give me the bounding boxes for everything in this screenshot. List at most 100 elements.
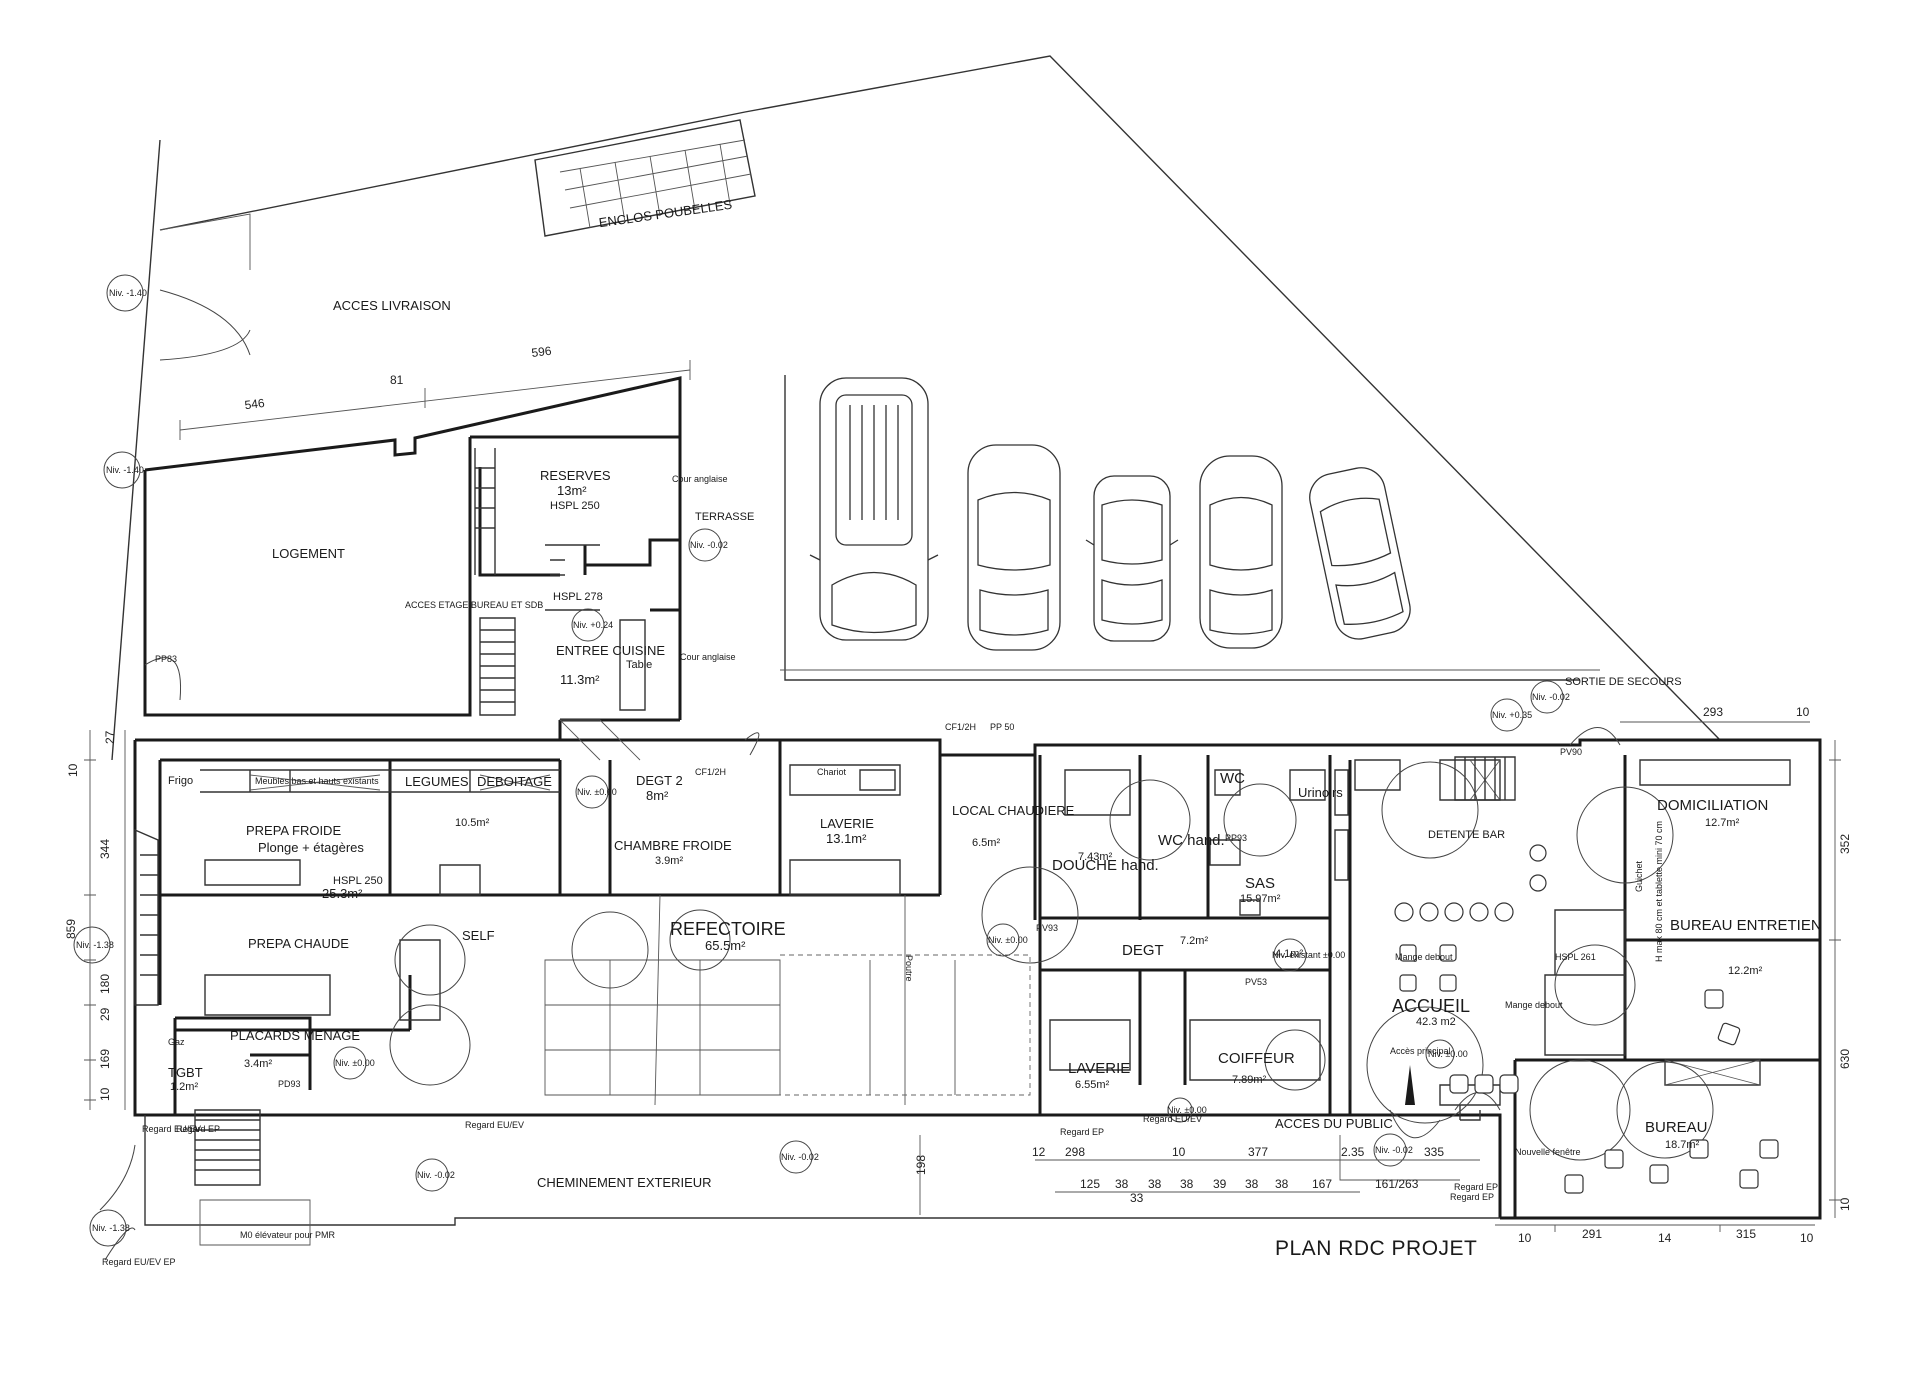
dim-b-10: 10 — [1518, 1231, 1532, 1245]
svg-text:Niv. -1.38: Niv. -1.38 — [76, 940, 114, 950]
door-pd93: PD93 — [278, 1079, 301, 1089]
hspl261-label: HSPL 261 — [1555, 952, 1596, 962]
level-markers: Niv. -1.40 Niv. -1.40 Niv. -0.02 Niv. +0… — [73, 274, 1570, 1247]
room-laverie2: LAVERIE — [1068, 1060, 1130, 1077]
car-3 — [1085, 475, 1179, 642]
poutre-label: Poutre — [904, 955, 914, 982]
guichet-note: H max 80 cm et tablette mini 70 cm — [1654, 821, 1664, 962]
room-legumes-area: 10.5m² — [455, 817, 490, 829]
furniture — [1394, 844, 1779, 1194]
parked-cars — [809, 377, 1411, 651]
site-outline — [111, 55, 1721, 761]
room-entree-area: 11.3m² — [560, 672, 600, 687]
labels: ENCLOS POUBELLES ACCES LIVRAISON TERRASS… — [168, 197, 1822, 1240]
svg-text:Niv. -0.02: Niv. -0.02 — [1375, 1145, 1413, 1155]
dim-bot-167: 167 — [1312, 1177, 1332, 1191]
room-local-chaudiere: LOCAL CHAUDIERE — [952, 803, 1075, 818]
svg-text:Niv. ±0.00: Niv. ±0.00 — [577, 787, 617, 797]
room-logement: LOGEMENT — [272, 546, 345, 561]
svg-text:Niv. -1.40: Niv. -1.40 — [109, 288, 147, 298]
door-codes: PP83 PP93 CF1/2H PD93 PV93 PP 50 CF1/2H … — [155, 654, 1582, 1089]
dim-bot-125: 125 — [1080, 1177, 1100, 1191]
room-bureau-area: 18.7m² — [1665, 1139, 1700, 1151]
dim-bot-298: 298 — [1065, 1145, 1085, 1159]
level-17: Niv. ±0.00 — [1167, 1097, 1207, 1123]
car-5 — [1309, 467, 1411, 640]
level-8: Niv. ±0.00 — [986, 923, 1028, 957]
path-label: CHEMINEMENT EXTERIEUR — [537, 1175, 712, 1190]
dim-right-10a: 10 — [1796, 705, 1810, 719]
dim-bot-38d: 38 — [1245, 1177, 1259, 1191]
level-15: Niv. -0.02 — [1530, 680, 1570, 714]
level-2: Niv. -1.40 — [103, 451, 144, 489]
level-12: Niv. ±0.00 — [1425, 1039, 1468, 1069]
svg-text:Niv. ±0.00: Niv. ±0.00 — [335, 1058, 375, 1068]
regard-7: Regard EP — [1454, 1182, 1498, 1192]
regard-5: Regard EU/EV — [1143, 1114, 1202, 1124]
room-laverie-area: 13.1m² — [826, 831, 867, 846]
room-degt-area: 7.2m² — [1180, 935, 1208, 947]
dim-b-10b: 10 — [1800, 1231, 1814, 1245]
level-9: Niv. -0.02 — [415, 1158, 455, 1192]
dim-b-14: 14 — [1658, 1231, 1672, 1245]
dim-left-180: 180 — [98, 974, 112, 994]
dim-bot-39: 39 — [1213, 1177, 1227, 1191]
svg-text:Niv. -0.02: Niv. -0.02 — [690, 540, 728, 550]
room-domiciliation: DOMICILIATION — [1657, 797, 1768, 814]
level-6: Niv. ±0.00 — [333, 1046, 375, 1080]
plan-title: PLAN RDC PROJET — [1275, 1237, 1477, 1260]
terrace-label: TERRASSE — [695, 511, 754, 523]
regard-1: Regard EU/EV — [142, 1124, 201, 1134]
dim-right-630: 630 — [1838, 1049, 1852, 1069]
room-accueil: ACCUEIL — [1392, 996, 1470, 1016]
room-wc-hand: WC hand. — [1158, 832, 1225, 849]
dim-left-27: 27 — [103, 730, 117, 744]
dim-bot-38e: 38 — [1275, 1177, 1289, 1191]
level-11: Niv. -1.38 — [89, 1209, 130, 1247]
room-refectoire-area: 65.5m² — [705, 938, 746, 953]
room-sas: SAS — [1245, 875, 1275, 892]
door-pv53: PV53 — [1245, 977, 1267, 987]
dim-left-10a: 10 — [66, 763, 80, 777]
room-reserves-note: HSPL 250 — [550, 500, 600, 512]
room-legumes: LEGUMES — [405, 774, 469, 789]
room-local-chaudiere-area: 6.5m² — [972, 837, 1000, 849]
dim-bot-10: 10 — [1172, 1145, 1186, 1159]
svg-text:Niv. -1.38: Niv. -1.38 — [92, 1223, 130, 1233]
room-prepa-froide-area: 25.3m² — [322, 886, 363, 901]
public-access-label: ACCES DU PUBLIC — [1275, 1116, 1393, 1131]
dim-top-596: 596 — [531, 344, 553, 360]
level-3: Niv. -0.02 — [688, 528, 728, 562]
frigo-label: Frigo — [168, 775, 193, 787]
room-accueil-area: 42.3 m2 — [1416, 1016, 1456, 1028]
dim-bot-38a: 38 — [1115, 1177, 1129, 1191]
room-degt: DEGT — [1122, 942, 1164, 959]
bins-label: ENCLOS POUBELLES — [598, 197, 733, 231]
door-pp83-a: PP83 — [155, 654, 177, 664]
svg-text:Niv. -1.40: Niv. -1.40 — [106, 465, 144, 475]
dim-bot-161: 161/263 — [1375, 1177, 1419, 1191]
hspl278-label: HSPL 278 — [553, 591, 603, 603]
dim-left-10b: 10 — [98, 1087, 112, 1101]
room-reserves: RESERVES — [540, 468, 611, 483]
room-flacards-area: 3.4m² — [244, 1058, 272, 1070]
cour-anglaise-2: Cour anglaise — [680, 652, 736, 662]
room-bureau-entretien-area: 12.2m² — [1728, 965, 1763, 977]
level-16: Niv. -0.02 — [1373, 1133, 1413, 1167]
dim-v-198: 198 — [914, 1155, 928, 1175]
svg-text:Niv. ±0.00: Niv. ±0.00 — [1167, 1105, 1207, 1115]
door-pp93-a: PP93 — [1225, 833, 1247, 843]
door-pp50: PP 50 — [990, 722, 1014, 732]
svg-text:Niv. +0.24: Niv. +0.24 — [573, 620, 613, 630]
dim-left-344: 344 — [98, 839, 112, 859]
dim-bot-38b: 38 — [1148, 1177, 1162, 1191]
regard-2: Regard EP — [176, 1124, 220, 1134]
dim-left-29: 29 — [98, 1007, 112, 1021]
room-prepa-chaude: PREPA CHAUDE — [248, 936, 349, 951]
door-cf12h-b: CF1/2H — [945, 722, 976, 732]
level-7: Niv. -1.38 — [73, 926, 114, 964]
svg-text:Niv. +0.35: Niv. +0.35 — [1492, 710, 1532, 720]
room-degt2: DEGT 2 — [636, 773, 683, 788]
hspl250-kitchen: HSPL 250 — [333, 875, 383, 887]
